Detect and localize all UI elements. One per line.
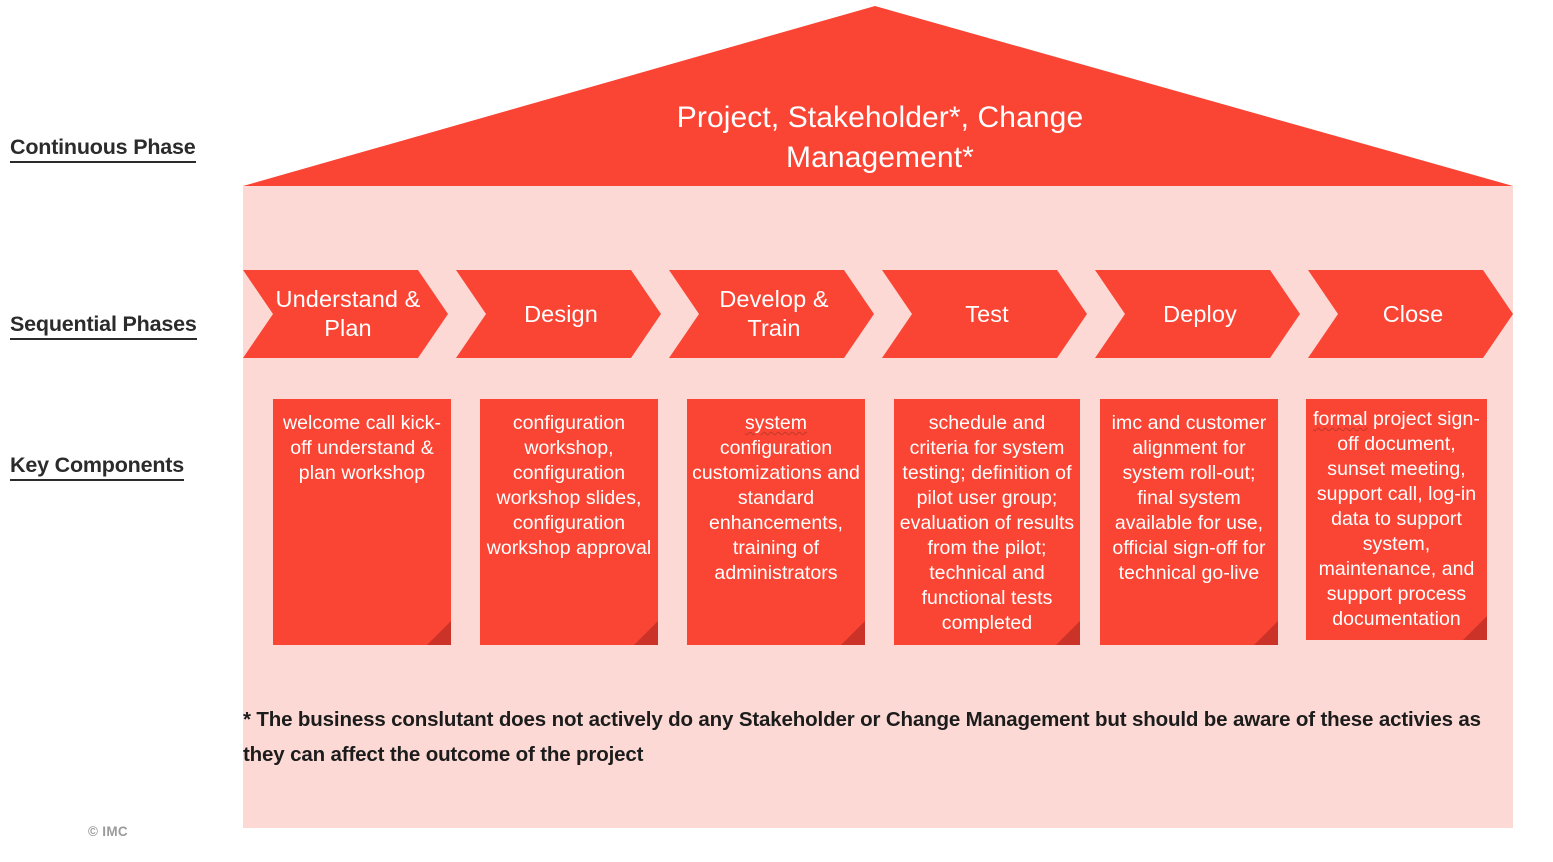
phase-chevron-deploy[interactable]: Deploy — [1163, 300, 1237, 327]
misspelled-word: system — [744, 412, 808, 434]
key-component-card-design[interactable]: configuration workshop, configuration wo… — [480, 399, 658, 645]
chevron-shape-6 — [1308, 270, 1513, 358]
phase-chevron-design[interactable]: Design — [524, 300, 598, 327]
chevron-shape-5 — [1095, 270, 1300, 358]
row-label-sequential-phases: Sequential Phases — [10, 312, 197, 340]
card-text: welcome call kick-off understand & plan … — [282, 412, 441, 484]
row-label-key-components: Key Components — [10, 453, 184, 481]
phase-chevron-understand-plan[interactable]: Understand & Plan — [275, 286, 421, 341]
phase-chevron-close[interactable]: Close — [1382, 300, 1444, 327]
key-component-card-test[interactable]: schedule and criteria for system testing… — [894, 399, 1080, 645]
key-component-card-close[interactable]: formal project sign-off document, sunset… — [1306, 399, 1487, 640]
key-component-card-understand-plan[interactable]: welcome call kick-off understand & plan … — [273, 399, 451, 645]
sequential-phase-arrows: Understand & Plan Design Develop & Train… — [243, 270, 1513, 358]
roof-title: Project, Stakeholder*, Change Management… — [676, 101, 1084, 174]
page-fold-icon — [1056, 621, 1080, 645]
page-fold-icon — [1463, 616, 1487, 640]
chevron-shape-2 — [456, 270, 661, 358]
card-text: formal project sign-off document, sunset… — [1310, 407, 1483, 632]
phase-chevron-develop-train[interactable]: Develop & Train — [719, 286, 829, 341]
page-fold-icon — [634, 621, 658, 645]
phase-chevron-test[interactable]: Test — [965, 300, 1009, 327]
card-text: imc and customer alignment for system ro… — [1111, 412, 1267, 584]
card-text-rest: configuration customizations and standar… — [692, 436, 860, 584]
page-fold-icon — [841, 621, 865, 645]
chevron-shape-3 — [669, 270, 874, 358]
card-text: system configuration customizations and … — [691, 411, 861, 586]
misspelled-word: formal — [1313, 408, 1368, 430]
chevron-shape-1 — [243, 270, 448, 358]
chevron-shapes — [243, 270, 1513, 358]
page-fold-icon — [1254, 621, 1278, 645]
card-text-rest: project sign-off document, sunset meetin… — [1316, 408, 1480, 630]
page-fold-icon — [427, 621, 451, 645]
row-label-continuous-phase: Continuous Phase — [10, 135, 196, 163]
card-text: schedule and criteria for system testing… — [899, 412, 1075, 634]
footnote-text: * The business conslutant does not activ… — [243, 708, 1481, 767]
copyright-mark: © IMC — [88, 824, 128, 839]
key-component-card-develop-train[interactable]: system configuration customizations and … — [687, 399, 865, 645]
chevron-shape-4 — [882, 270, 1087, 358]
card-text: configuration workshop, configuration wo… — [486, 412, 652, 559]
key-component-card-deploy[interactable]: imc and customer alignment for system ro… — [1100, 399, 1278, 645]
